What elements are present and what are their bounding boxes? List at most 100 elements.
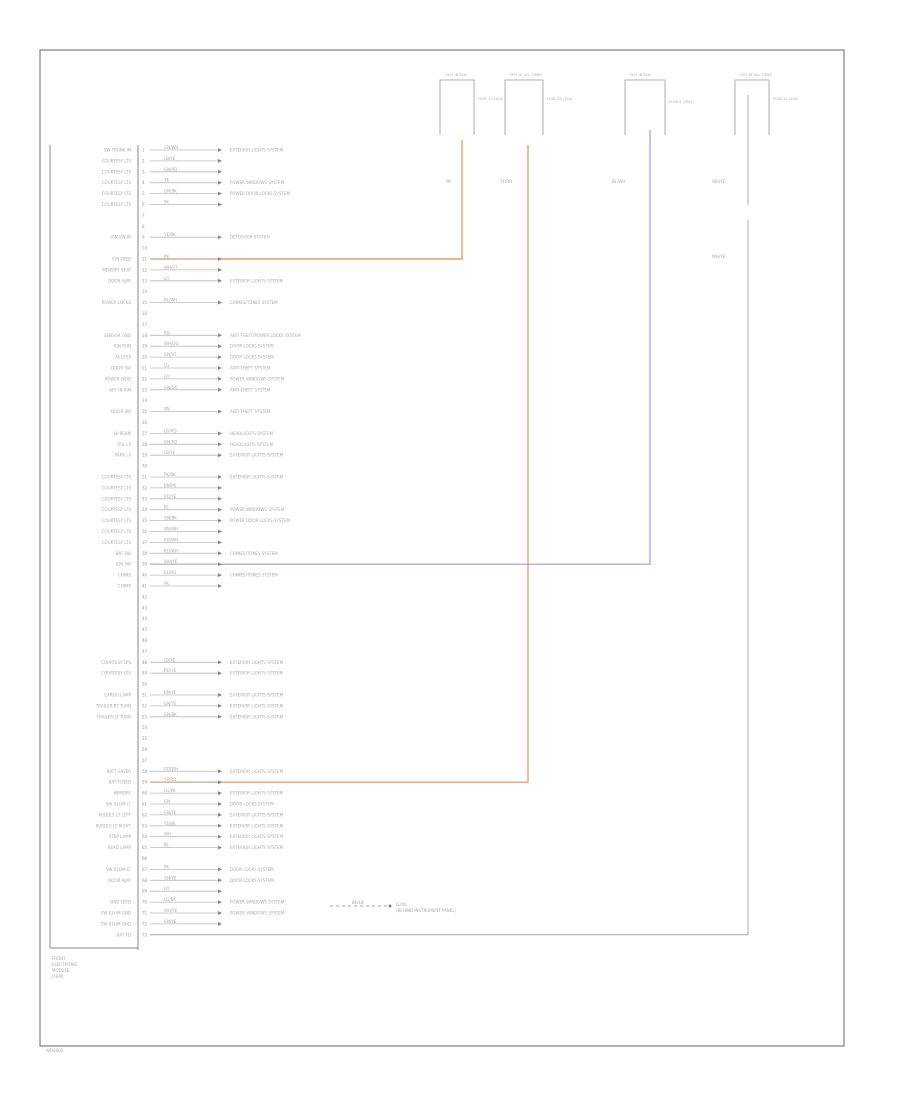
pin-number: 57 [142,758,148,763]
diagram-frame [39,49,845,1047]
circuit-label: IGN RUN [114,344,131,349]
pin-number: 34 [142,507,148,512]
connector-row: 54 [142,725,148,730]
system-note: EXTERIOR LIGHTS SYSTEM [230,693,284,698]
connector-arrow [218,693,222,697]
connector-arrow [218,889,222,894]
pin-number: 42 [142,594,148,599]
connector-arrow [218,169,222,174]
wire-color: YE [163,178,169,183]
system-note: POWER WINDOWS SYSTEM [230,900,285,905]
circuit-label: SW ILLUM GND [101,911,131,916]
pin-number: 48 [142,660,148,665]
pin-number: 47 [142,649,148,654]
pin-number: 14 [142,289,148,294]
pin-number: 33 [142,496,148,501]
pin-number: 17 [142,322,148,327]
connector-row: 56 [142,747,148,752]
circuit-label: CHIME [118,584,131,589]
connector-arrow [218,442,222,447]
connector-row: 57 [142,758,148,763]
connector-row: 50 [142,682,148,687]
wire-color: YE/BK [163,821,176,826]
circuit-label: READ LAMP [108,845,132,850]
connector-row: 44 [142,616,148,621]
blue-feed-wire [150,130,651,565]
pin-number: 41 [142,584,148,589]
circuit-label: MEMORY SEAT [102,267,131,272]
circuit-label: POWER LOCKS [102,300,132,305]
system-note: POWER WINDOWS SYSTEM [230,376,285,381]
ground-label: G200 [396,902,407,907]
pin-number: 43 [142,605,148,610]
fuse-header: HOT AT ALL TIMES [510,73,543,77]
wire-color: BN/WH [164,527,178,532]
pin-number: 8 [142,224,145,229]
connector-arrow [218,867,222,872]
circuit-label: COURTESY LPS [101,671,131,676]
connector-arrow [218,878,222,883]
wire-color: RD [164,330,170,335]
wire-color: RD/WH [164,537,178,542]
circuit-label: DOOR SW [111,409,131,414]
circuit-label: COURTESY LTS [102,202,132,207]
pin-number: 45 [142,627,148,632]
wire-color: GY [164,276,170,281]
wire-color: RD/YE [164,494,177,499]
circuit-label: BAT FD [117,932,131,937]
pin-number: 38 [142,551,148,556]
wire-color: BN [164,407,170,412]
circuit-label: PUDDLE LT RIGHT [96,823,132,828]
ground-wire-color: BK/LB [352,900,364,905]
wire-color: GN/YE [164,810,177,815]
circuit-label: DOOR SW [111,366,131,371]
wire-color: LG/RD [164,428,177,433]
system-note: EXTERIOR LIGHTS SYSTEM [230,703,284,708]
pin-number: 30 [142,464,148,469]
fuse-box-outline [439,79,475,135]
circuit-label: COURTESY LTS [102,540,132,545]
connector-arrow [218,660,222,665]
system-note: ANTI-THEFT SYSTEM [230,387,271,392]
pin-number: 26 [142,420,148,425]
fuse-note: FUSE 25 (15A) [547,97,573,101]
system-note: ANTI-THEFT SYSTEM [230,366,271,371]
connector-row: 16 [142,311,148,316]
wire-color: WH/YE [164,908,178,913]
pin-number: 53 [142,714,148,719]
module-label-line: MODULE [52,968,70,973]
system-note: CHIMES/TONES SYSTEM [230,551,278,556]
pin-number: 25 [142,409,148,414]
module-label-line: ELECTRONIC [52,962,78,967]
wire-color: GN/BK [164,516,177,521]
circuit-label: HI BEAM [114,431,131,436]
circuit-label: IGN SW [116,562,131,567]
wire-color: BL/WH [164,298,177,303]
circuit-label: IGN FEED [112,257,131,262]
system-note: EXTERIOR LIGHTS SYSTEM [230,660,284,665]
wire-color: PK [164,254,169,259]
pin-number: 31 [142,475,148,480]
ground-label: (BEHIND INSTRUMENT PANEL) [396,908,457,913]
connector-arrow [218,355,222,360]
connector-arrow [218,540,222,545]
connector-arrow [218,409,222,414]
